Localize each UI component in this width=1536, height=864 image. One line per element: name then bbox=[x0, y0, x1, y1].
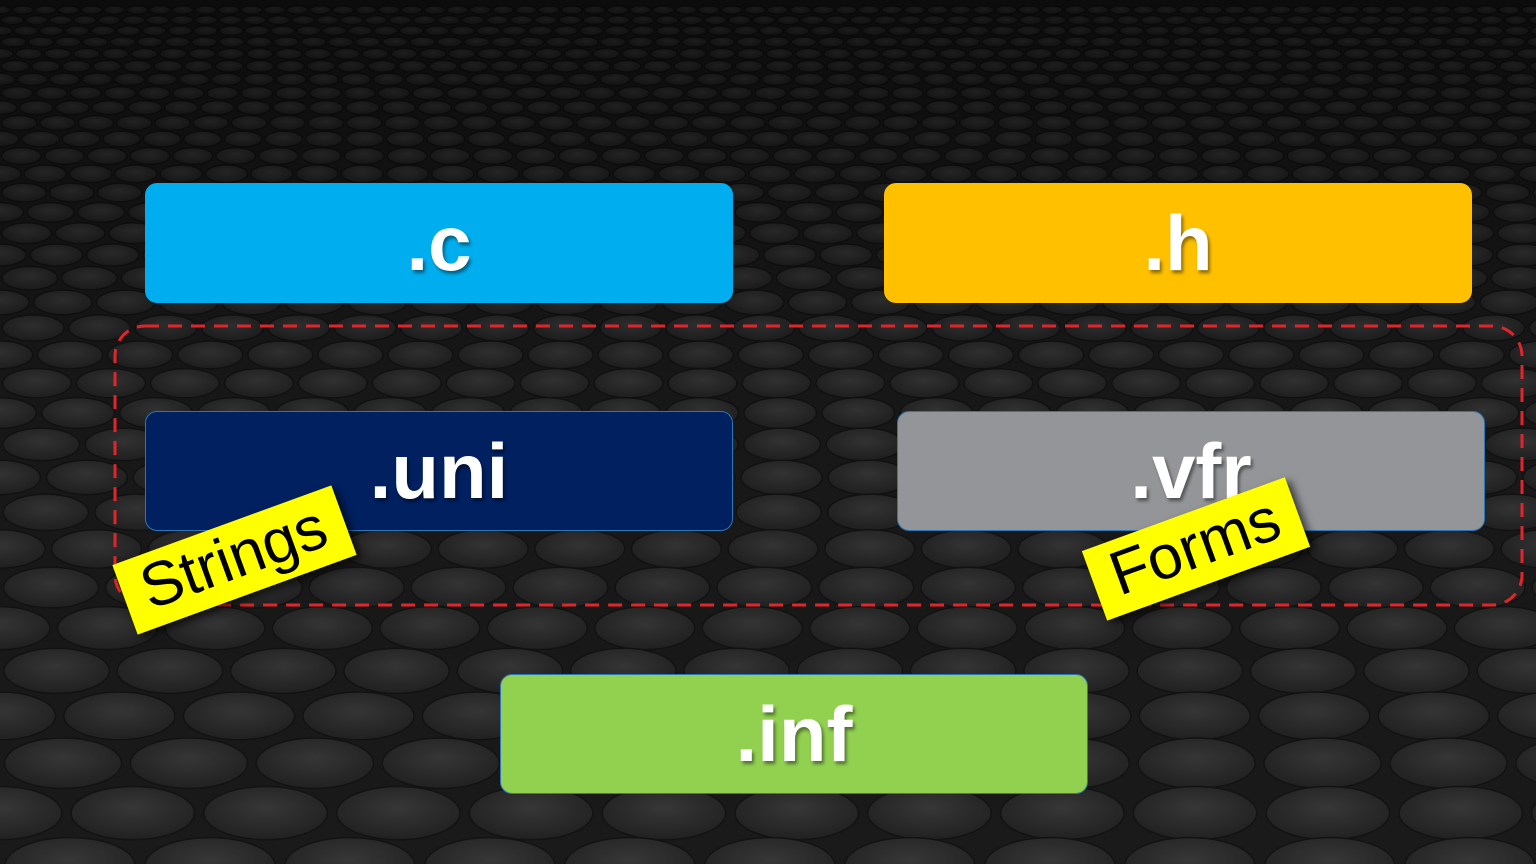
uni-file-box: .uni bbox=[145, 411, 733, 531]
h-file-box: .h bbox=[884, 183, 1472, 303]
c-file-label: .c bbox=[406, 198, 472, 287]
inf-file-label: .inf bbox=[735, 689, 853, 778]
c-file-box: .c bbox=[145, 183, 733, 303]
uni-file-label: .uni bbox=[369, 426, 509, 515]
h-file-label: .h bbox=[1143, 198, 1213, 287]
inf-file-box: .inf bbox=[500, 674, 1088, 794]
